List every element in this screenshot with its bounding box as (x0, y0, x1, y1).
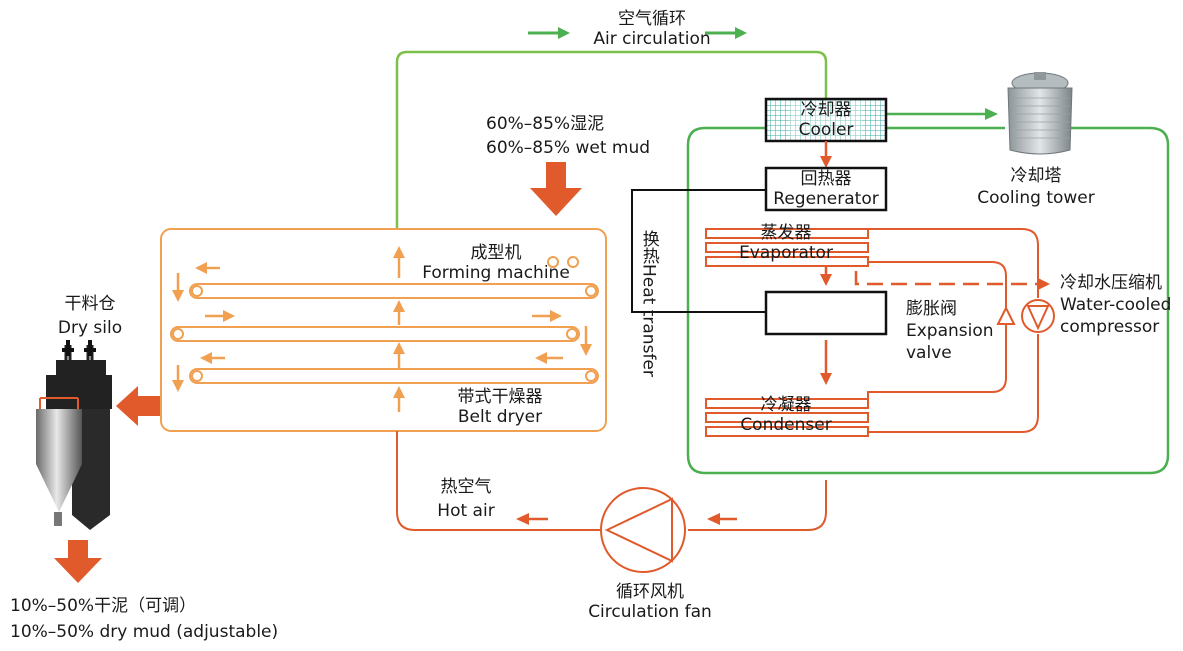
expansion-valve-zh: 膨胀阀 (906, 299, 957, 319)
air-circulation-label: 空气循环 Air circulation (562, 9, 742, 50)
cond-down-arrow (820, 373, 832, 385)
circulation-fan-label: 循环风机 Circulation fan (570, 582, 730, 623)
condenser-en: Condenser (740, 415, 832, 436)
cooler-to-tower-arrow (985, 108, 998, 120)
dry-mud-en: 10%–50% dry mud (adjustable) (10, 622, 279, 643)
hot-air-zh: 热空气 (440, 477, 492, 497)
compressor-zh: 冷却水压缩机 (1060, 273, 1162, 293)
heat-exchanger-box (764, 290, 888, 336)
wet-mud-feed-arrow (530, 162, 582, 216)
air-circulation-en: Air circulation (593, 29, 711, 50)
cooler-en: Cooler (798, 120, 854, 141)
cooler-zh: 冷却器 (800, 100, 852, 120)
expansion-line (867, 261, 1007, 399)
air-arrow-right (705, 27, 747, 39)
forming-machine-zh: 成型机 (470, 243, 522, 263)
heat-transfer-label: Heat transfer 换热 (638, 192, 659, 377)
evap-down-arrow (820, 274, 832, 286)
evaporator-en: Evaporator (739, 243, 833, 264)
belt-dryer-zh: 带式干燥器 (457, 387, 543, 407)
control-dashed-line (854, 271, 1040, 286)
hot-air-arrows (516, 513, 737, 525)
cooling-tower-en: Cooling tower (977, 188, 1095, 209)
hot-air-loop (396, 431, 827, 531)
refrigerant-return (868, 334, 1039, 433)
heat-transfer-en: Heat transfer (638, 264, 659, 377)
circulation-fan-en: Circulation fan (588, 602, 712, 623)
air-circulation-loop (395, 50, 828, 228)
compressor-en: Water-cooled compressor (1060, 295, 1172, 338)
compressor-label: 冷却水压缩机 Water-cooled compressor (1060, 272, 1180, 338)
cooler-label: 冷却器 Cooler (766, 100, 886, 141)
air-arrow-left (528, 27, 570, 39)
dryer-output-arrow (116, 386, 160, 426)
belt-dryer-en: Belt dryer (457, 407, 543, 428)
cooler-box (764, 97, 888, 143)
condenser-coil (705, 398, 869, 437)
refrigerant-loop (868, 228, 1039, 298)
cooling-tower-zh: 冷却塔 (1010, 166, 1062, 186)
cooling-tower-label: 冷却塔 Cooling tower (966, 166, 1106, 209)
forming-machine-label: 成型机 Forming machine (396, 243, 596, 284)
cooling-tower-icon (1007, 72, 1073, 155)
heat-transfer-line (631, 189, 766, 313)
expansion-valve-en: Expansion valve (906, 321, 994, 364)
dry-silo-icon (36, 340, 112, 530)
regenerator-label: 回热器 Regenerator (766, 169, 886, 210)
rising-air-arrows (393, 246, 405, 412)
belt-direction-arrows (172, 262, 592, 392)
condenser-zh: 冷凝器 (760, 395, 812, 415)
hot-air-en: Hot air (437, 501, 495, 522)
cooling-water-loop (686, 126, 1170, 475)
cooler-down-arrow (820, 156, 832, 168)
air-circulation-zh: 空气循环 (618, 9, 686, 29)
conveyor-belts (170, 256, 599, 384)
wet-mud-label: 60%–85%湿泥 60%–85% wet mud (486, 114, 650, 159)
regenerator-en: Regenerator (773, 189, 879, 210)
dry-mud-zh: 10%–50%干泥（可调） (10, 596, 197, 616)
forming-machine-en: Forming machine (422, 263, 570, 284)
wet-mud-zh: 60%–85%湿泥 (486, 114, 605, 134)
dry-silo-label: 干料仓 Dry silo (40, 294, 140, 339)
condenser-label: 冷凝器 Condenser (716, 395, 856, 436)
dry-mud-output-arrow (54, 540, 102, 583)
dry-silo-en: Dry silo (57, 318, 123, 339)
expansion-valve-label: 膨胀阀 Expansion valve (906, 298, 1006, 364)
evaporator-zh: 蒸发器 (760, 223, 812, 243)
dry-silo-zh: 干料仓 (64, 294, 116, 314)
dry-mud-label: 10%–50%干泥（可调） 10%–50% dry mud (adjustabl… (10, 596, 278, 643)
belt-dryer-frame (160, 228, 607, 432)
evaporator-label: 蒸发器 Evaporator (716, 223, 856, 264)
wet-mud-en: 60%–85% wet mud (486, 138, 651, 159)
expansion-valve-symbol (996, 305, 1016, 325)
heat-transfer-zh: 换热 (638, 230, 659, 264)
hot-air-label: 热空气 Hot air (420, 477, 512, 522)
circulation-fan-zh: 循环风机 (616, 582, 684, 602)
regenerator-zh: 回热器 (800, 169, 852, 189)
circulation-fan-icon (600, 487, 686, 573)
belt-dryer-label: 带式干燥器 Belt dryer (430, 387, 570, 428)
